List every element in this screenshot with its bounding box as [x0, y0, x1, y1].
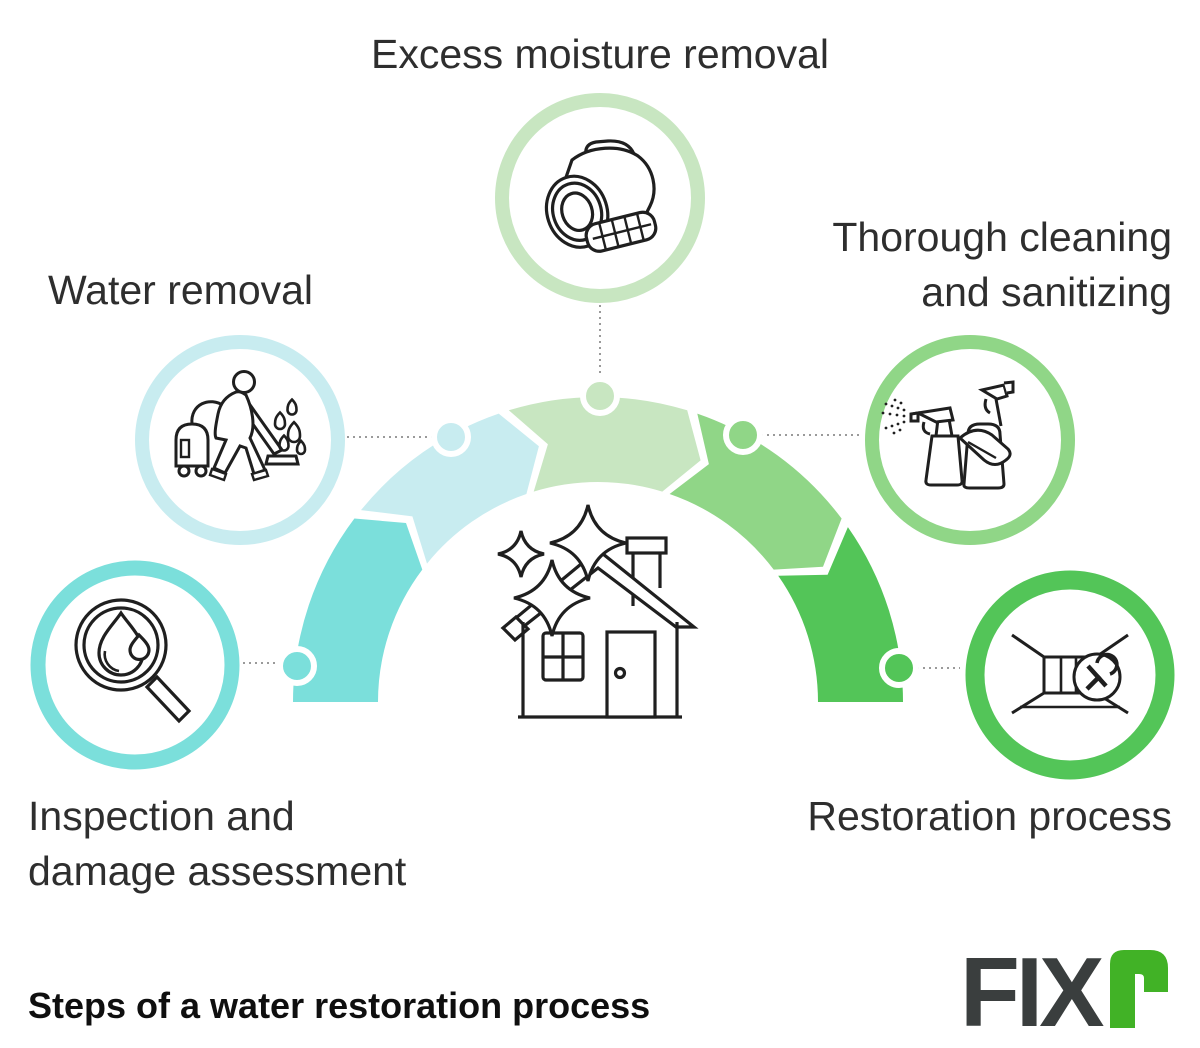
- arc-dots: [277, 376, 919, 688]
- arc-dot-cleaning: [723, 415, 763, 455]
- room-floor-left: [1011, 691, 1045, 715]
- air-mover-icon: [544, 139, 658, 253]
- fixr-logo-text: FIX: [964, 946, 1104, 1034]
- sparkles: [497, 504, 627, 637]
- label-line: Thorough cleaning: [832, 214, 1172, 260]
- magnifier-inner-lens: [82, 606, 160, 684]
- ring-water-removal: [135, 335, 345, 545]
- door-knob: [613, 666, 627, 680]
- magnifier-handle: [144, 674, 192, 724]
- step-label-inspection: Inspection and damage assessment: [28, 789, 406, 899]
- ring-excess-moisture: [495, 93, 705, 303]
- sparkle-large-top: [549, 504, 627, 582]
- arc-segment-excess-moisture: [508, 396, 701, 492]
- canister-panel: [179, 438, 191, 459]
- person-foot-right: [250, 468, 270, 482]
- label-line: Water removal: [48, 267, 314, 313]
- step-label-cleaning: Thorough cleaning and sanitizing: [832, 210, 1172, 320]
- small-water-drop: [128, 632, 151, 662]
- arc-segment-water-removal: [361, 413, 539, 564]
- cleaning-cloth: [957, 428, 1012, 466]
- step-icon-rings: [30, 93, 1175, 780]
- spray-bottles-icon: [881, 380, 1015, 490]
- arc-segment-restoration: [778, 527, 903, 702]
- canister-wheel-right: [194, 464, 208, 478]
- label-line: Restoration process: [807, 793, 1172, 839]
- drop-highlight: [103, 650, 120, 673]
- sprayer2-trigger: [983, 398, 991, 415]
- vacuum-canister: [174, 422, 210, 468]
- arc-segment-inspection: [293, 518, 423, 702]
- house-door: [605, 630, 657, 719]
- label-line: damage assessment: [28, 848, 407, 894]
- step-label-excess-moisture: Excess moisture removal: [0, 27, 1200, 82]
- person-head: [232, 370, 256, 394]
- sprayer1-trigger: [921, 421, 931, 436]
- fixr-logo-r-glyph: [1110, 950, 1168, 1028]
- wrench-jaw: [1095, 652, 1119, 676]
- sparkle-large-bottom: [513, 559, 591, 637]
- spray-mist-dots: [881, 398, 906, 435]
- sparkle-small: [497, 530, 545, 578]
- wet-vacuum-person-icon: [174, 370, 307, 482]
- label-line: and sanitizing: [921, 269, 1172, 315]
- sprayer1-head: [913, 406, 955, 424]
- arc-dot-excess-moisture: [580, 376, 620, 416]
- arc-segments: [293, 396, 903, 702]
- step-label-restoration: Restoration process: [807, 789, 1172, 844]
- arc-segment-cleaning: [669, 413, 842, 570]
- bottle-body: [924, 434, 964, 487]
- page-title: Steps of a water restoration process: [28, 985, 651, 1026]
- arc-dot-restoration: [879, 648, 919, 688]
- room-repair-icon: [1011, 633, 1129, 715]
- sprayer2-head: [978, 383, 1009, 401]
- window-panes: [543, 633, 583, 680]
- arc-dot-inspection: [277, 646, 317, 686]
- person-foot-left: [208, 467, 228, 482]
- sprayer2-nozzle: [1003, 380, 1015, 395]
- connector-lines: [243, 305, 960, 669]
- vacuum-nozzle: [264, 454, 300, 466]
- water-drops: [273, 397, 307, 456]
- arc-dot-water-removal: [431, 417, 471, 457]
- magnifier-water-drop-icon: [74, 598, 192, 724]
- room-ceiling-left: [1011, 633, 1045, 659]
- blower-grille: [584, 210, 658, 253]
- label-line: Inspection and: [28, 793, 295, 839]
- label-line: Excess moisture removal: [371, 31, 829, 77]
- wrench-shaft: [1086, 664, 1108, 688]
- canister-wheel-left: [177, 464, 191, 478]
- cloth-fold: [967, 440, 997, 460]
- sprayer2-body-line: [994, 398, 1003, 427]
- sprayer1-nozzle: [909, 411, 920, 423]
- sparkling-clean-house-icon: [497, 504, 699, 719]
- chimney-cap: [625, 536, 668, 555]
- person-body: [212, 390, 268, 476]
- step-label-water-removal: Water removal: [48, 263, 313, 318]
- fixr-logo: FIX: [964, 946, 1168, 1034]
- ring-restoration: [965, 570, 1175, 780]
- ring-inspection: [30, 560, 240, 770]
- ring-cleaning: [865, 335, 1075, 545]
